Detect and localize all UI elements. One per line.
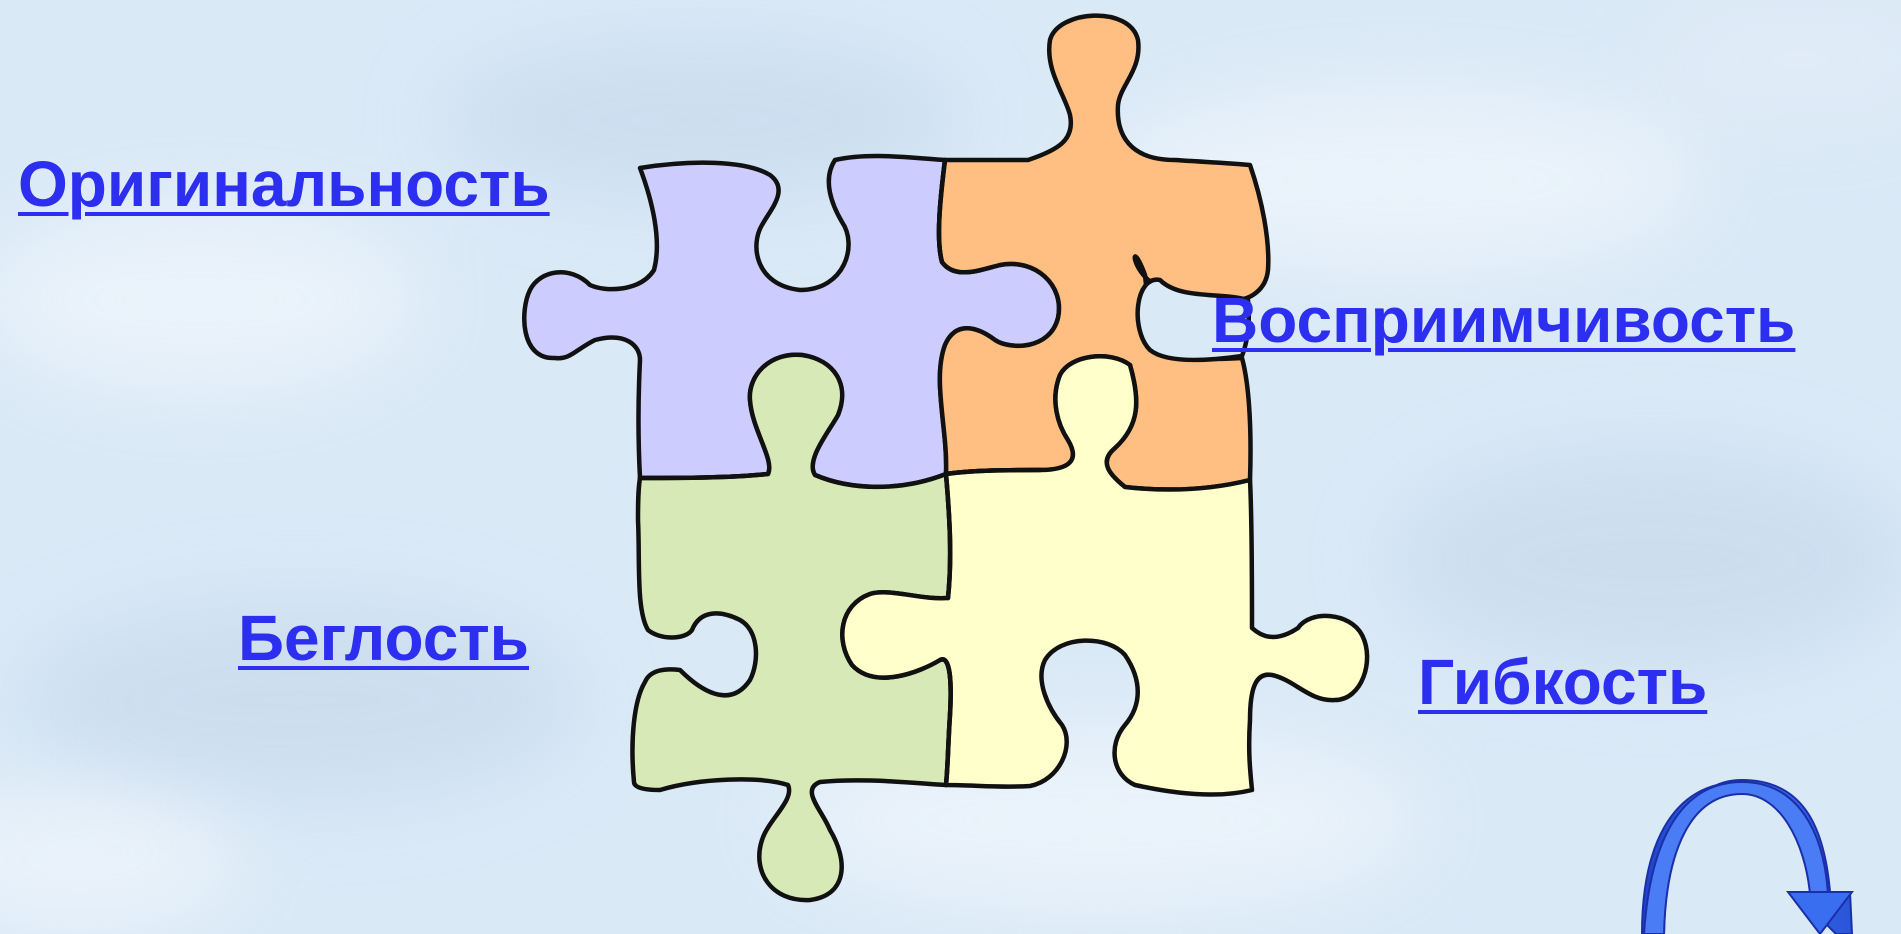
label-receptivity[interactable]: Восприимчивость bbox=[1212, 288, 1795, 352]
curved-return-arrow-icon[interactable] bbox=[1630, 772, 1860, 934]
label-fluency[interactable]: Беглость bbox=[238, 606, 529, 670]
label-originality[interactable]: Оригинальность bbox=[18, 152, 550, 216]
label-flexibility[interactable]: Гибкость bbox=[1418, 650, 1707, 714]
